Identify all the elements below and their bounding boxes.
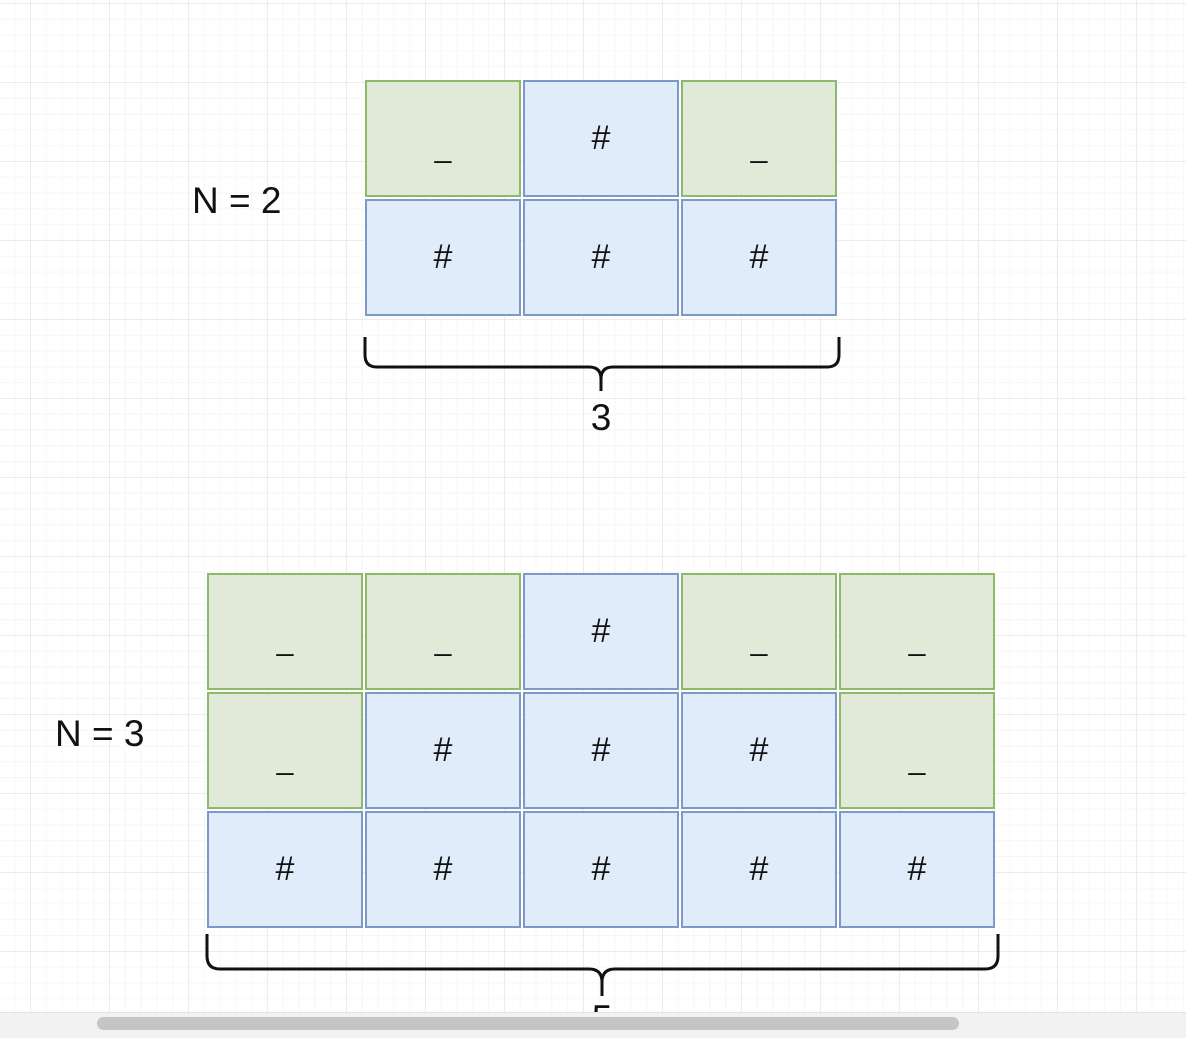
n2-width-label: 3 [590,397,612,438]
n3-staircase-grid: __#___###_##### [207,573,997,930]
empty-cell: _ [839,573,995,690]
hash-cell: # [523,811,679,928]
empty-cell: _ [207,692,363,809]
n2-label: N = 2 [192,180,282,221]
hash-cell: # [365,692,521,809]
n3-label: N = 3 [55,713,145,754]
hash-cell: # [523,199,679,316]
n2-staircase-grid: _#_### [365,80,839,318]
empty-cell: _ [681,80,837,197]
empty-cell: _ [839,692,995,809]
hash-cell: # [207,811,363,928]
n3-width-brace [205,934,1000,996]
hash-cell: # [681,692,837,809]
empty-cell: _ [207,573,363,690]
hash-cell: # [681,811,837,928]
hash-cell: # [523,573,679,690]
hash-cell: # [523,80,679,197]
horizontal-scrollbar-thumb[interactable] [97,1017,959,1030]
hash-cell: # [839,811,995,928]
hash-cell: # [365,199,521,316]
empty-cell: _ [365,80,521,197]
hash-cell: # [681,199,837,316]
empty-cell: _ [365,573,521,690]
hash-cell: # [365,811,521,928]
n2-width-brace [363,337,841,391]
empty-cell: _ [681,573,837,690]
hash-cell: # [523,692,679,809]
